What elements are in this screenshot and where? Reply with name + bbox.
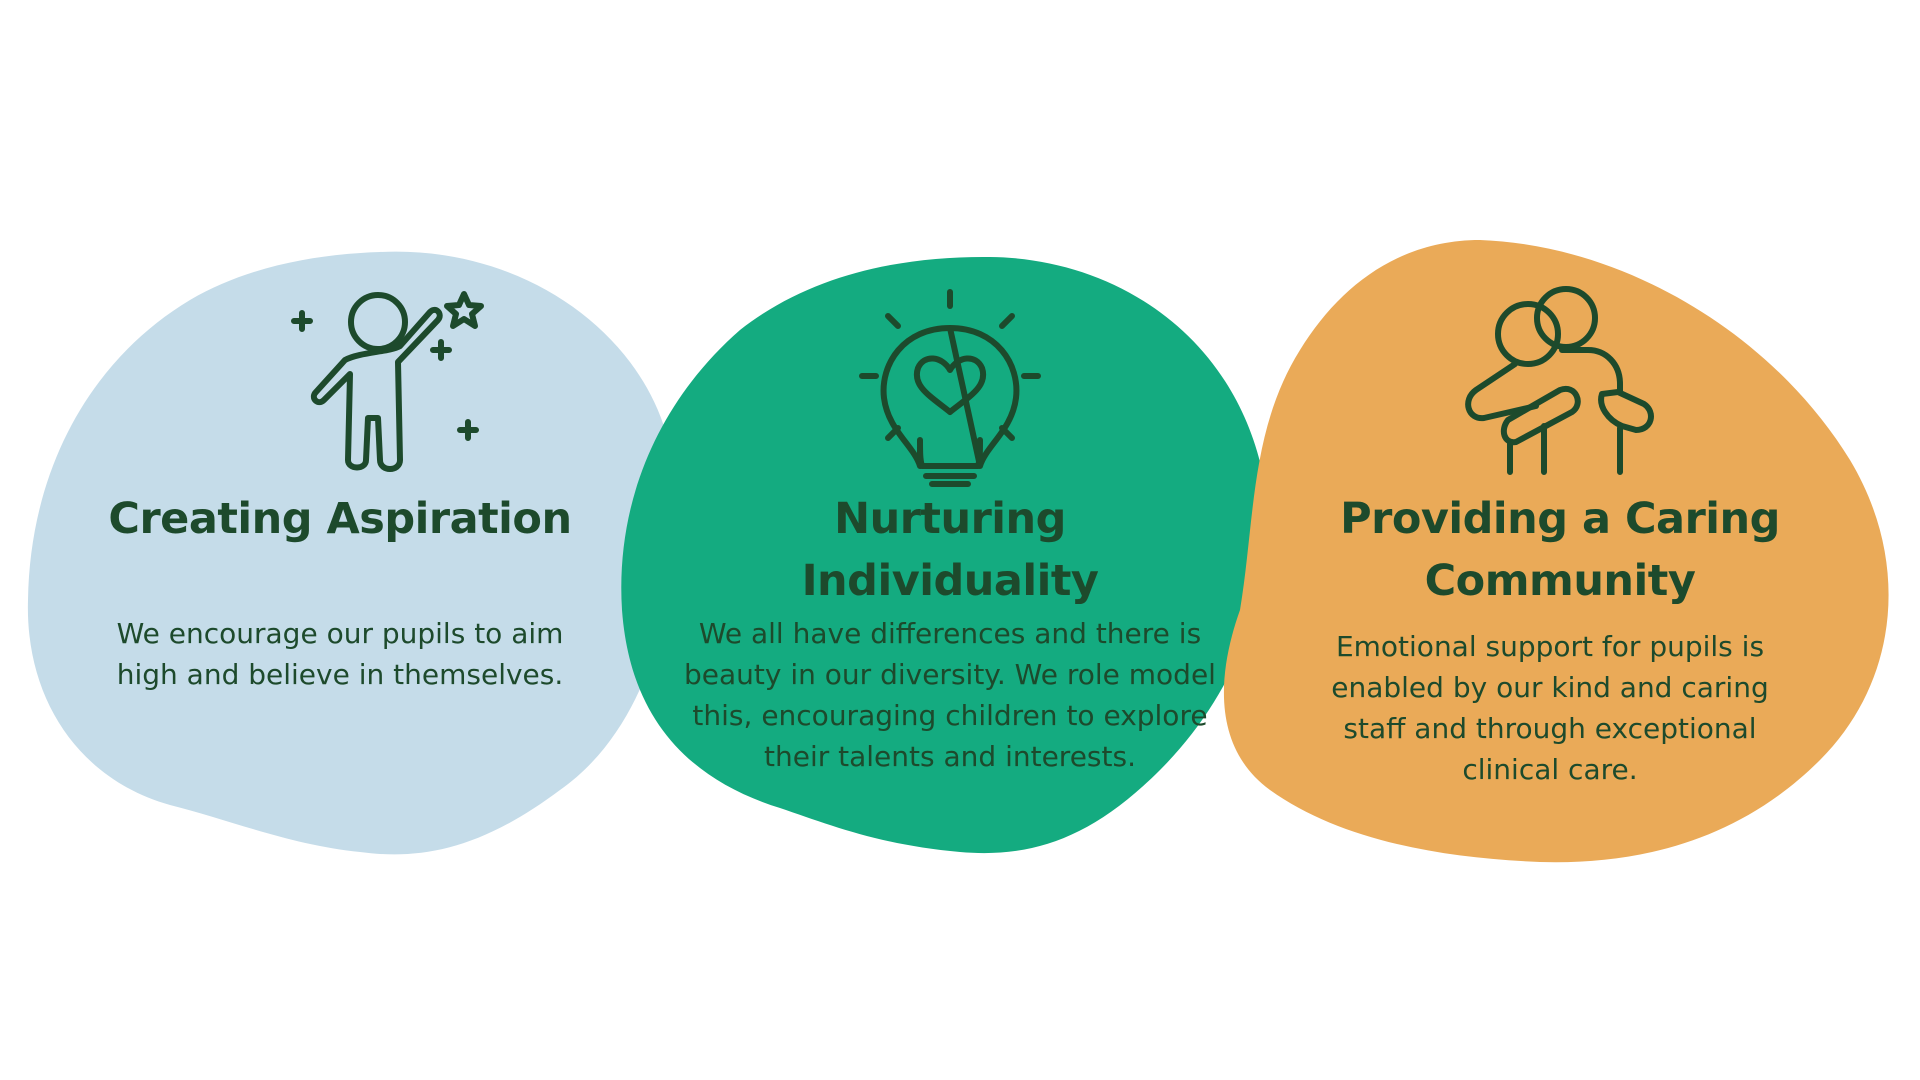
pillar-text: We encourage our pupils to aim high and … <box>116 617 564 691</box>
pillar-text: We all have differences and there is bea… <box>684 617 1216 773</box>
pillar-title: Providing a Caring Community <box>1340 494 1780 606</box>
lightbulb-heart-icon <box>859 289 1041 487</box>
blob-orange <box>1223 240 1889 863</box>
pillar-title: Nurturing Individuality <box>801 494 1099 606</box>
child-reaching-star-icon <box>291 291 484 472</box>
pillar-title: Creating Aspiration <box>108 494 572 544</box>
blob-green <box>621 256 1267 854</box>
pillar-text: Emotional support for pupils is enabled … <box>1331 630 1769 786</box>
hug-icon <box>1465 286 1654 475</box>
blob-blue <box>27 251 675 855</box>
